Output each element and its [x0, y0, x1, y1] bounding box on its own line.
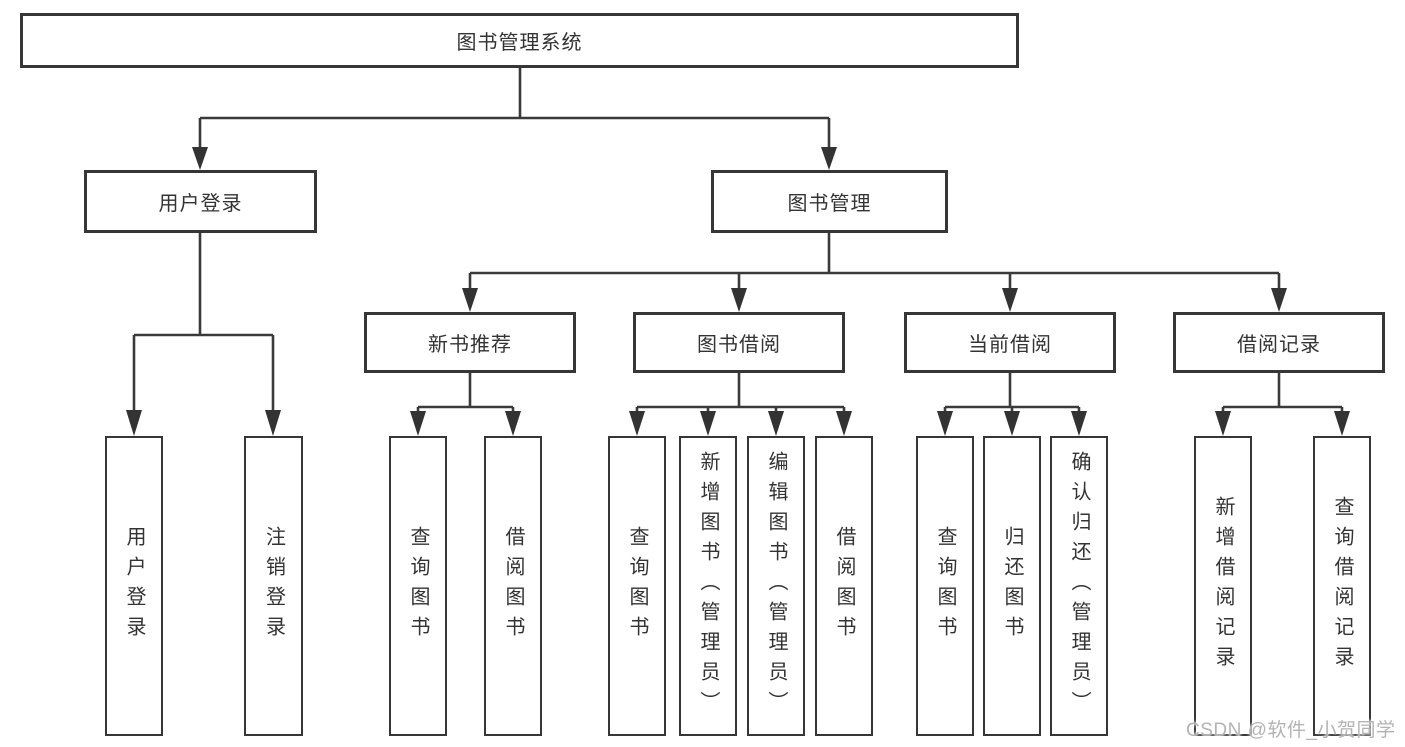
node-label: 新增图书（管理员）: [697, 451, 719, 721]
leaf-return-books: 归还图书: [983, 436, 1041, 736]
node-root-library-system: 图书管理系统: [20, 13, 1019, 68]
leaf-edit-books-admin: 编辑图书（管理员）: [747, 436, 805, 736]
node-label: 借阅图书: [833, 526, 855, 646]
node-label: 归还图书: [1001, 526, 1023, 646]
node-label: 查询图书: [934, 526, 956, 646]
node-user-login: 用户登录: [84, 170, 317, 233]
leaf-add-borrow-record: 新增借阅记录: [1194, 436, 1252, 736]
leaf-query-borrow-record: 查询借阅记录: [1313, 436, 1371, 736]
csdn-watermark: CSDN @软件_小贺同学: [1186, 720, 1396, 741]
leaf-add-books-admin: 新增图书（管理员）: [679, 436, 737, 736]
leaf-borrow-books-recommend: 借阅图书: [484, 436, 542, 736]
node-label: 当前借阅: [968, 334, 1052, 356]
node-label: 图书管理: [787, 193, 872, 215]
node-label: 借阅记录: [1237, 334, 1321, 356]
node-book-borrow: 图书借阅: [633, 312, 845, 373]
node-label: 用户登录: [158, 193, 243, 215]
arrowhead-icons: [126, 147, 1350, 436]
node-label: 图书管理系统: [456, 32, 583, 54]
leaf-logout: 注销登录: [244, 436, 303, 736]
leaf-borrow-books: 借阅图书: [815, 436, 873, 736]
node-label: 编辑图书（管理员）: [765, 451, 787, 721]
node-borrow-records: 借阅记录: [1173, 312, 1385, 373]
leaf-confirm-return-admin: 确认归还（管理员）: [1050, 436, 1108, 736]
leaf-query-books-recommend: 查询图书: [389, 436, 447, 736]
node-label: 新书推荐: [428, 334, 512, 356]
node-new-book-recommend: 新书推荐: [364, 312, 576, 373]
node-label: 确认归还（管理员）: [1068, 451, 1090, 721]
leaf-query-books-current: 查询图书: [916, 436, 974, 736]
node-label: 图书借阅: [697, 334, 781, 356]
node-label: 查询借阅记录: [1331, 496, 1353, 676]
node-label: 查询图书: [407, 526, 429, 646]
node-label: 注销登录: [262, 526, 285, 646]
node-book-management: 图书管理: [711, 170, 948, 233]
leaf-user-login: 用户登录: [105, 436, 163, 736]
node-current-borrow: 当前借阅: [904, 312, 1116, 373]
node-label: 用户登录: [123, 526, 145, 646]
node-label: 查询图书: [626, 526, 648, 646]
node-label: 借阅图书: [502, 526, 524, 646]
leaf-query-books-borrow: 查询图书: [608, 436, 666, 736]
node-label: 新增借阅记录: [1212, 496, 1234, 676]
